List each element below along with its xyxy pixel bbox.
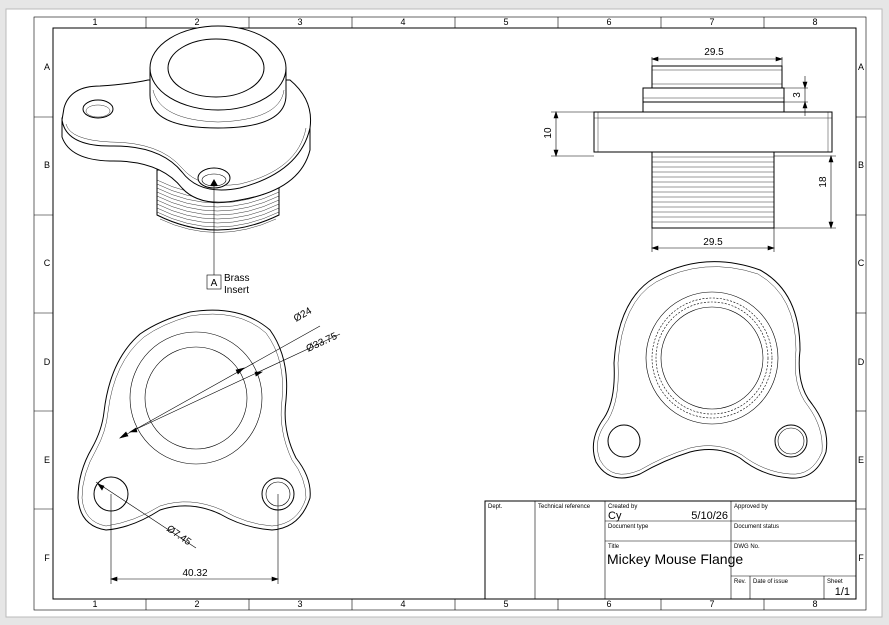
tb-doc-status-label: Document status xyxy=(734,524,779,530)
col-label: 5 xyxy=(503,599,508,609)
row-labels-left: A B C D E F xyxy=(44,62,51,563)
dim-inner-diameter-line xyxy=(119,325,321,439)
tb-approved-by-label: Approved by xyxy=(734,504,768,510)
dim-flange-text: 10 xyxy=(543,127,554,139)
dim-step xyxy=(784,76,808,116)
tb-title-label: Title xyxy=(608,544,620,550)
dim-outer-diameter-line xyxy=(129,333,341,433)
inner-border xyxy=(52,27,857,600)
col-label: 2 xyxy=(194,17,199,27)
iso-annotation-letter: A xyxy=(211,278,218,289)
col-label: 3 xyxy=(297,599,302,609)
row-label: C xyxy=(44,258,51,268)
row-label: B xyxy=(858,160,864,170)
tb-doc-type-label: Document type xyxy=(608,524,649,530)
iso-small-hole xyxy=(82,99,114,119)
col-label: 7 xyxy=(709,17,714,27)
row-label: A xyxy=(858,62,864,72)
row-label: F xyxy=(44,553,50,563)
iso-annotation-line2: Insert xyxy=(224,285,249,296)
tb-tech-ref-label: Technical reference xyxy=(538,504,591,510)
iso-leader-arrow xyxy=(210,179,218,186)
dim-bottom-width xyxy=(651,228,775,252)
tb-title: Mickey Mouse Flange xyxy=(607,551,743,567)
row-label: F xyxy=(858,553,864,563)
tb-dwg-no-label: DWG No. xyxy=(734,544,760,550)
outer-border xyxy=(33,16,867,611)
tb-sheet-label: Sheet xyxy=(827,579,843,585)
iso-cap-recess xyxy=(167,38,265,98)
col-label: 6 xyxy=(606,599,611,609)
col-label: 8 xyxy=(812,17,817,27)
dim-hole-diameter-line xyxy=(95,481,197,549)
column-labels-bottom: 1 2 3 4 5 6 7 8 xyxy=(92,599,817,609)
plan-right-thread-dash xyxy=(651,297,773,419)
col-label: 7 xyxy=(709,599,714,609)
iso-flange-edge xyxy=(65,123,307,186)
dim-step-text: 3 xyxy=(792,92,803,98)
dim-top-width xyxy=(651,56,783,66)
plan-right-bore-outer xyxy=(645,291,779,425)
column-labels-top: 1 2 3 4 5 6 7 8 xyxy=(92,17,817,27)
plan-right-bore xyxy=(660,306,764,410)
dim-flange xyxy=(551,111,594,157)
dim-thread xyxy=(774,155,836,229)
col-label: 2 xyxy=(194,599,199,609)
col-label: 1 xyxy=(92,599,97,609)
col-label: 1 xyxy=(92,17,97,27)
tb-sheet: 1/1 xyxy=(835,586,850,598)
plan-left-inner-circle xyxy=(144,346,248,450)
row-label: C xyxy=(858,258,865,268)
dim-top-width-text: 29.5 xyxy=(704,47,724,58)
tb-created-by: Cy xyxy=(608,510,622,522)
dim-hole-spacing-text: 40.32 xyxy=(182,568,207,579)
side-view: 29.5 3 10 18 29.5 xyxy=(543,47,836,252)
iso-cap-rim xyxy=(152,89,285,123)
plan-left-outer-circle xyxy=(129,331,263,465)
side-neck xyxy=(642,87,785,103)
tb-dept-label: Dept. xyxy=(488,504,503,510)
plan-right-hole-right xyxy=(774,424,808,458)
row-label: D xyxy=(44,357,51,367)
plan-right-outline xyxy=(592,261,828,479)
plan-view-right xyxy=(592,261,828,479)
side-thread xyxy=(651,151,775,229)
row-label: E xyxy=(44,455,50,465)
plan-right-thread-dash-2 xyxy=(655,301,769,415)
row-label: E xyxy=(858,455,864,465)
side-flange xyxy=(593,111,833,153)
plan-left-outline xyxy=(77,309,311,531)
iso-small-hole-inner xyxy=(85,104,111,118)
col-label: 4 xyxy=(400,17,405,27)
dim-hole-spacing-line xyxy=(110,494,279,584)
iso-annotation-box xyxy=(206,274,222,290)
tb-rev-label: Rev. xyxy=(734,579,746,585)
grid-ticks xyxy=(34,17,866,610)
isometric-view: A Brass Insert xyxy=(61,25,312,296)
plan-right-hole-right-inner xyxy=(777,427,805,455)
dim-bottom-width-text: 29.5 xyxy=(703,237,723,248)
title-block: Dept. Technical reference Created by Cy … xyxy=(484,500,857,600)
col-label: 6 xyxy=(606,17,611,27)
plan-left-outline-inner xyxy=(81,313,307,527)
plan-right-outline-inner xyxy=(597,266,823,475)
tb-date-of-issue-label: Date of issue xyxy=(753,579,789,585)
col-label: 8 xyxy=(812,599,817,609)
col-label: 5 xyxy=(503,17,508,27)
plan-right-hole-left xyxy=(607,424,641,458)
col-label: 3 xyxy=(297,17,302,27)
col-label: 4 xyxy=(400,599,405,609)
tb-date: 5/10/26 xyxy=(691,510,728,522)
iso-annotation-line1: Brass xyxy=(224,273,250,284)
row-label: A xyxy=(44,62,50,72)
side-cap xyxy=(651,65,783,89)
row-label: B xyxy=(44,160,50,170)
row-label: D xyxy=(858,357,865,367)
tb-created-by-label: Created by xyxy=(608,504,637,510)
dim-thread-text: 18 xyxy=(818,176,829,188)
row-labels-right: A B C D E F xyxy=(858,62,865,563)
